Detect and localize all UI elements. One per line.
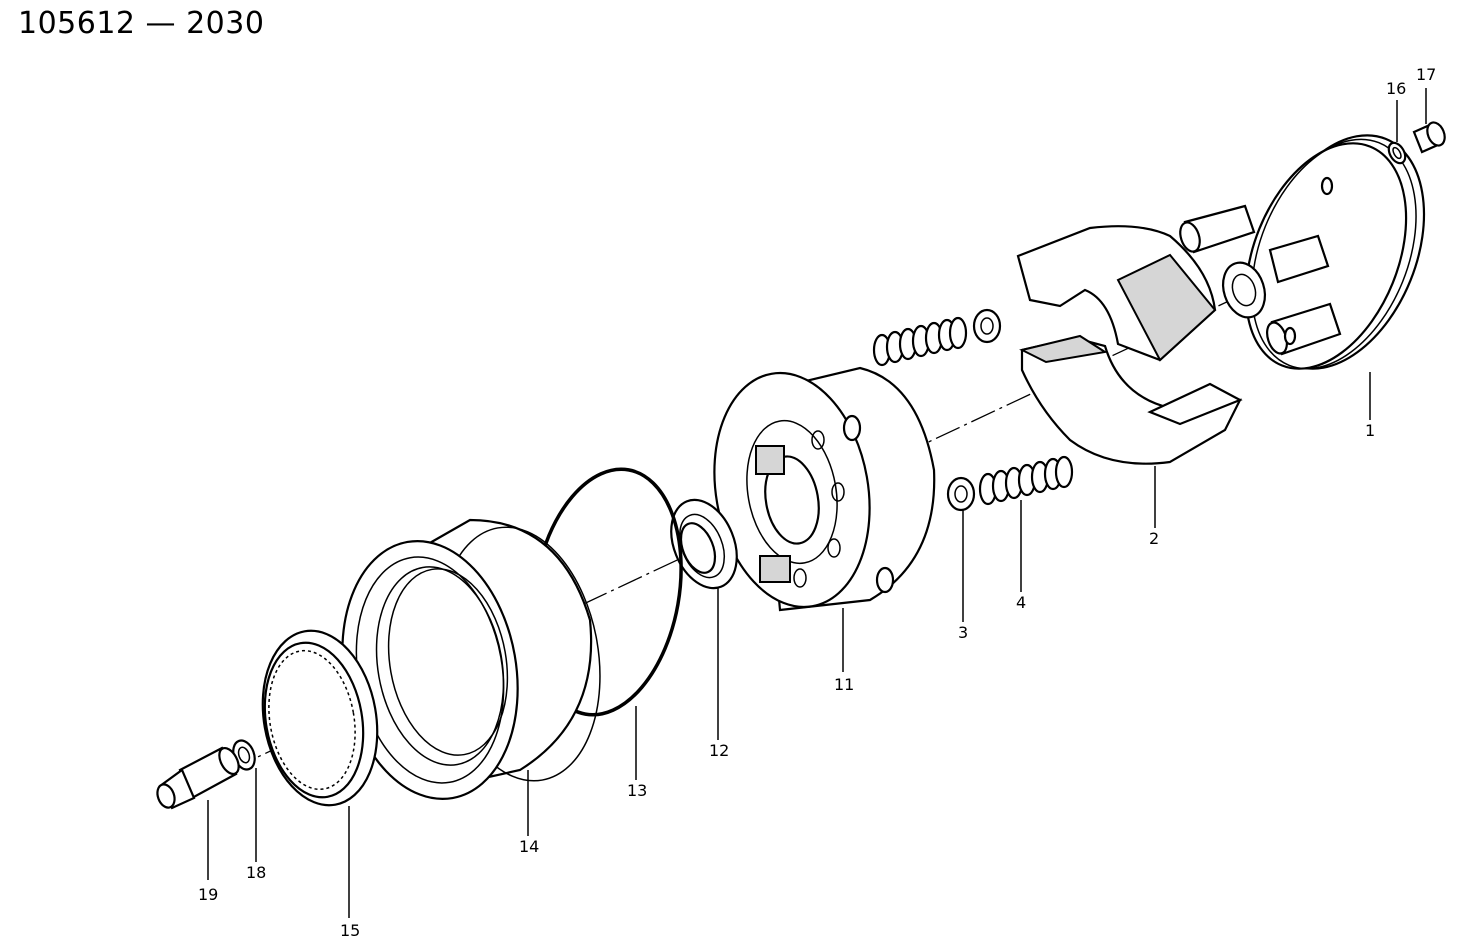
document-number: 105612 — 2030	[18, 6, 265, 41]
washer-upper	[972, 308, 1002, 344]
callout-3: 3	[958, 623, 968, 642]
hub-body	[713, 366, 936, 612]
small-washer-16	[1387, 141, 1407, 165]
oil-seal	[261, 629, 379, 807]
small-screw-17	[1412, 121, 1446, 154]
spring-upper	[872, 316, 968, 367]
callout-2: 2	[1149, 529, 1159, 548]
callout-19: 19	[198, 885, 218, 904]
callout-17: 17	[1416, 65, 1436, 84]
callout-18: 18	[246, 863, 266, 882]
end-cover-plate	[1179, 134, 1426, 370]
coupling-jaw-halves	[1016, 225, 1243, 465]
callout-12: 12	[709, 741, 729, 760]
callout-15: 15	[340, 921, 360, 940]
callout-labels: 1 2 3 4 11 12 13 14 15 16 17 18 19	[198, 65, 1436, 940]
callout-11: 11	[834, 675, 854, 694]
callout-4: 4	[1016, 593, 1026, 612]
callout-16: 16	[1386, 79, 1406, 98]
plug-screw	[156, 746, 240, 810]
leader-lines	[207, 88, 1427, 918]
spring-lower	[978, 455, 1074, 506]
callout-13: 13	[627, 781, 647, 800]
callout-14: 14	[519, 837, 539, 856]
washer-lower	[946, 476, 976, 512]
bearing	[670, 498, 738, 590]
callout-1: 1	[1365, 421, 1375, 440]
